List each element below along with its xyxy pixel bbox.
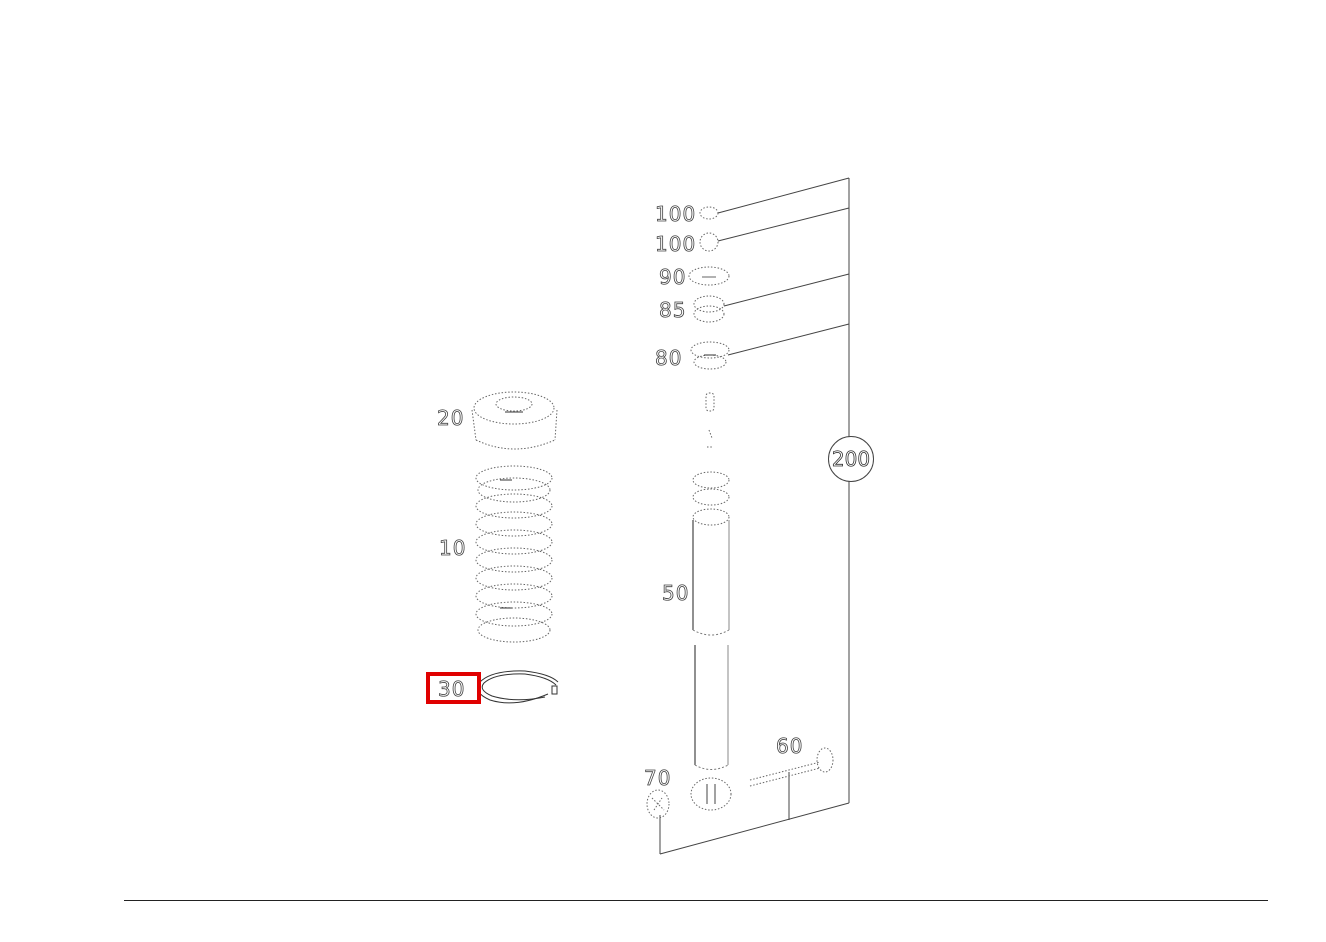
- assembly-callout-label: 200: [831, 447, 871, 472]
- part-label-80[interactable]: 80: [655, 346, 683, 370]
- part-label-50[interactable]: 50: [662, 581, 690, 605]
- part-label-20[interactable]: 20: [437, 406, 465, 430]
- part-label-85[interactable]: 85: [659, 298, 687, 322]
- shock-absorber-drawing: [690, 471, 732, 811]
- footer-divider: [124, 900, 1268, 901]
- part-label-70[interactable]: 70: [644, 766, 672, 790]
- part-label-30[interactable]: 30: [438, 677, 466, 701]
- spring-seat-drawing: [471, 391, 558, 450]
- assembly-callout-200[interactable]: 200: [828, 436, 874, 482]
- part-highlight-box: [426, 672, 481, 704]
- part-label-10[interactable]: 10: [439, 536, 467, 560]
- part-label-100-nut[interactable]: 100: [655, 202, 697, 226]
- part-label-90[interactable]: 90: [659, 265, 687, 289]
- part-label-100-washer[interactable]: 100: [655, 232, 697, 256]
- upper-mount-parts: [688, 206, 730, 448]
- part-label-60[interactable]: 60: [776, 734, 804, 758]
- coil-spring-drawing: [475, 465, 553, 643]
- bolt-drawing: [749, 747, 834, 787]
- clip-ring-drawing: [477, 670, 559, 704]
- nut-drawing: [646, 789, 670, 819]
